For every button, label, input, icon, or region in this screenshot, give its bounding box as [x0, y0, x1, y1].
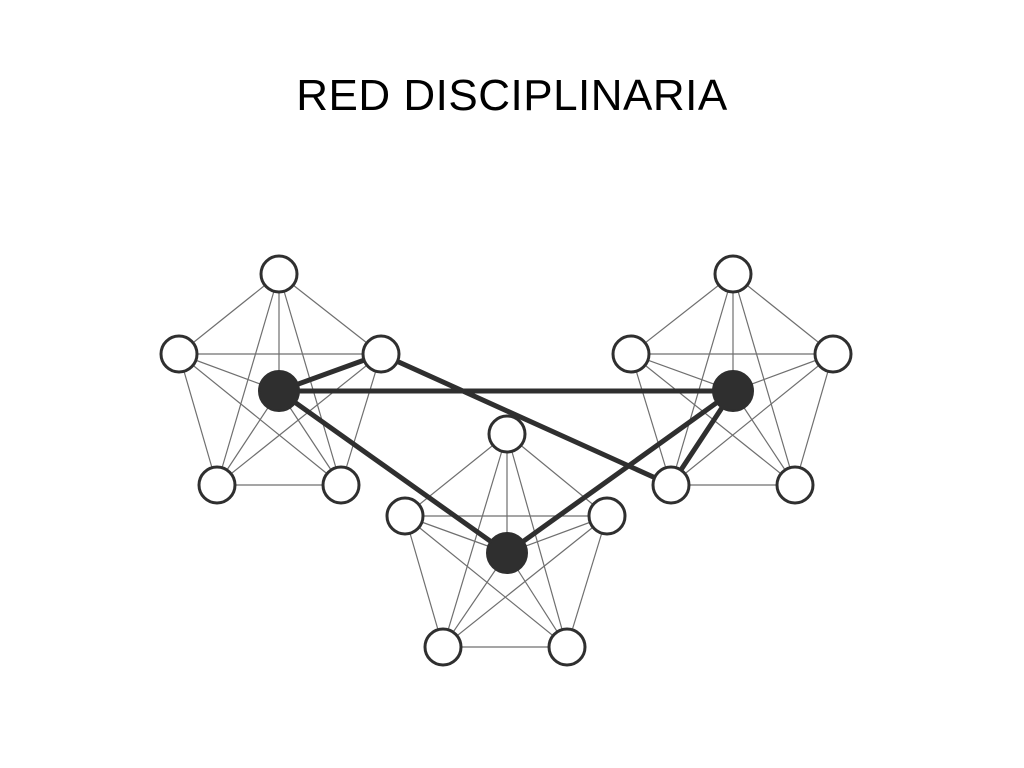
mesh-edge-left [216, 353, 382, 486]
page-title: RED DISCIPLINARIA [296, 71, 728, 120]
mesh-edge-left [340, 353, 382, 486]
mesh-edge-bottom [566, 515, 608, 648]
hub-node-left [258, 370, 300, 412]
node-bottom-upper-left [385, 496, 425, 536]
node-right-lower-left [651, 465, 691, 505]
cross-link [378, 351, 674, 488]
hub-link-right-bottom [504, 388, 736, 556]
node-right-lower-right [775, 465, 815, 505]
node-right-upper-right [813, 334, 853, 374]
node-bottom-top [487, 414, 527, 454]
node-left-upper-left [159, 334, 199, 374]
inter-cluster-edges [276, 351, 736, 556]
node-bottom-lower-left [423, 627, 463, 667]
node-bottom-lower-right [547, 627, 587, 667]
mesh-edge-bottom [404, 433, 508, 517]
mesh-edge-left [178, 353, 218, 486]
network-nodes [159, 254, 853, 667]
intra-cluster-edges [178, 273, 834, 648]
node-left-top [259, 254, 299, 294]
mesh-edge-bottom [442, 433, 508, 648]
mesh-edge-left [278, 273, 382, 355]
mesh-edge-right [794, 353, 834, 486]
node-left-upper-right [361, 334, 401, 374]
mesh-edge-right [630, 353, 672, 486]
hub-link-left-bottom [276, 388, 510, 556]
node-right-top [713, 254, 753, 294]
mesh-edge-bottom [404, 515, 444, 648]
node-left-lower-right [321, 465, 361, 505]
hub-node-right [712, 370, 754, 412]
hub-node-bottom [486, 532, 528, 574]
node-right-upper-left [611, 334, 651, 374]
mesh-edge-bottom [404, 515, 568, 648]
mesh-edge-bottom [506, 433, 608, 517]
mesh-edge-right [732, 273, 834, 355]
node-bottom-upper-right [587, 496, 627, 536]
mesh-edge-right [630, 273, 734, 355]
node-left-lower-left [197, 465, 237, 505]
mesh-edge-bottom [506, 433, 568, 648]
mesh-edge-left [178, 273, 280, 355]
